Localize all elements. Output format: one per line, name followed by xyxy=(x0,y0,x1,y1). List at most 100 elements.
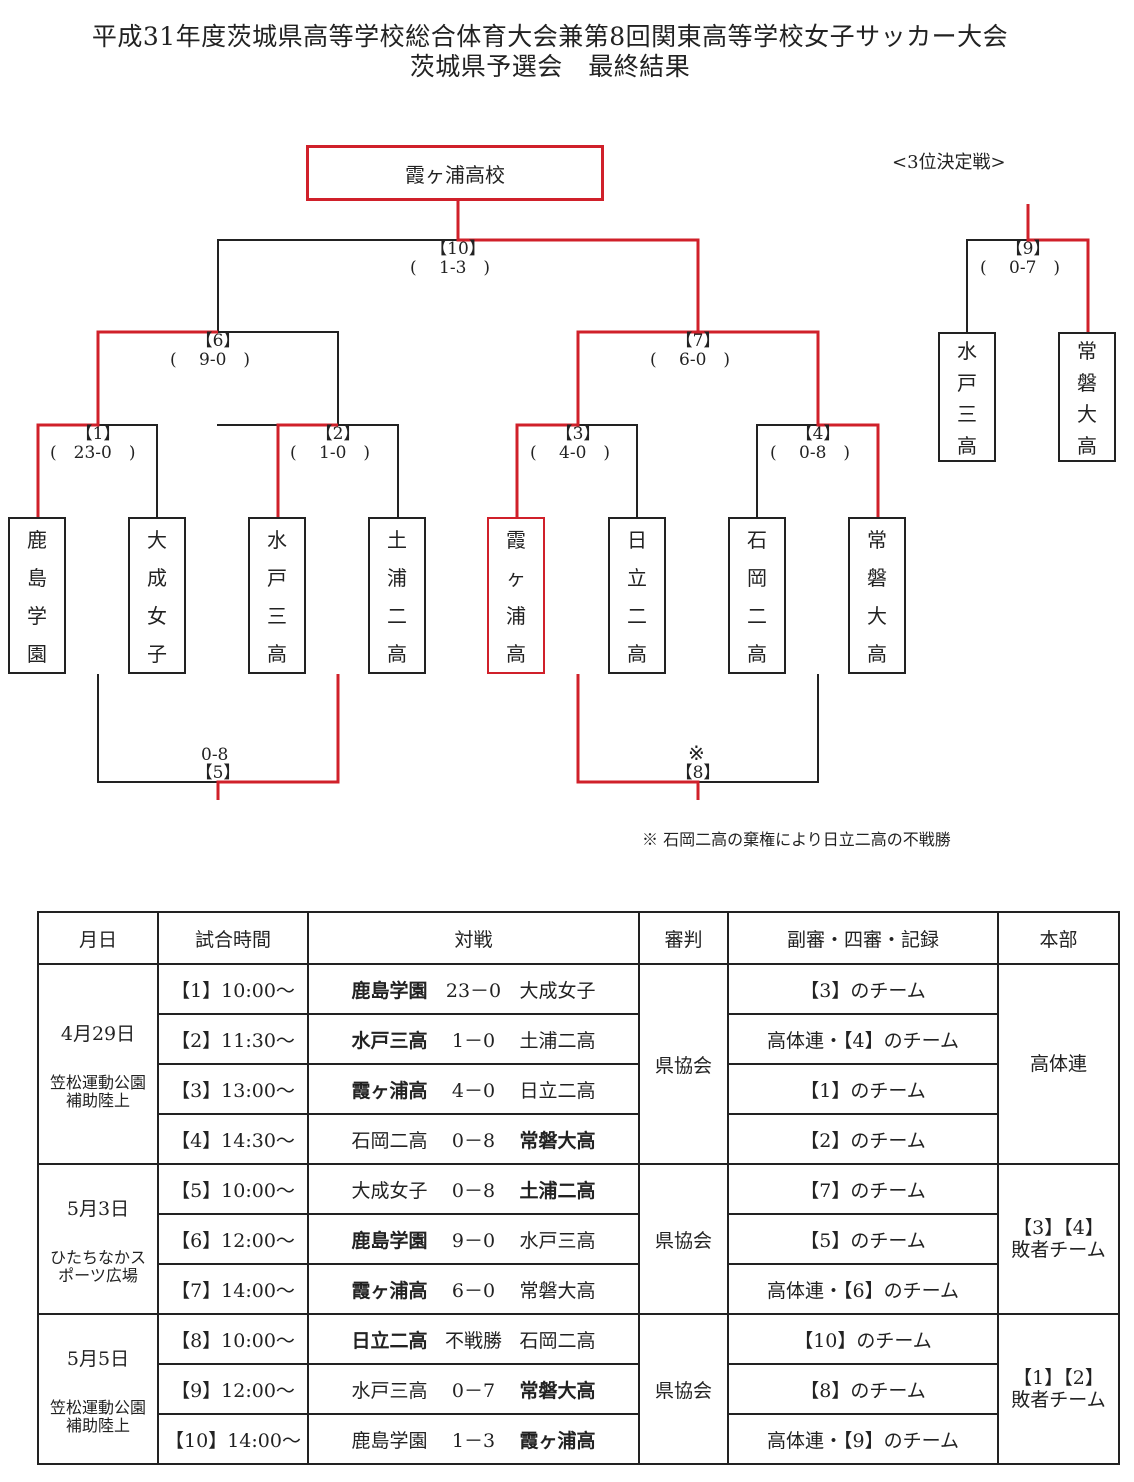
away-team: 大成女子 xyxy=(519,979,596,1002)
hq-line: 【1】【2】 xyxy=(1013,1367,1104,1389)
team-box-mito3: 水 戸 三 高 xyxy=(248,517,306,674)
team-char: 土 xyxy=(387,527,407,552)
match-number-7: 【7】 xyxy=(675,331,721,351)
match-result: 4－0 xyxy=(451,1079,496,1102)
team-char: 園 xyxy=(27,642,47,667)
team-char: 水 xyxy=(267,527,287,552)
team-char: 磐 xyxy=(867,565,887,590)
time-cell: 【2】11:30～ xyxy=(157,1013,309,1065)
match-result: 6－0 xyxy=(451,1279,496,1302)
team-char: 浦 xyxy=(387,565,407,590)
home-team: 石岡二高 xyxy=(351,1129,428,1152)
away-team: 常磐大高 xyxy=(519,1279,596,1302)
team-char: 高 xyxy=(957,433,977,458)
team-char: 常 xyxy=(1077,339,1097,364)
assistant-cell: 【10】のチーム xyxy=(727,1313,999,1365)
team-char: 霞 xyxy=(506,527,526,552)
team-char: 常 xyxy=(867,527,887,552)
home-team: 鹿島学園 xyxy=(351,979,428,1002)
match-score-3: ( 4-0 ) xyxy=(530,443,611,463)
away-team: 水戸三高 xyxy=(519,1229,596,1252)
team-char: 学 xyxy=(27,604,47,629)
team-char: 磐 xyxy=(1077,370,1097,395)
date-label: 5月3日 xyxy=(66,1197,130,1220)
team-char: 高 xyxy=(387,642,407,667)
team-char: 鹿 xyxy=(27,527,47,552)
team-char: 子 xyxy=(147,642,167,667)
team-char: 高 xyxy=(747,642,767,667)
time-cell: 【7】14:00～ xyxy=(157,1263,309,1315)
team-char: 二 xyxy=(627,604,647,629)
team-box-hitachi2: 日 立 二 高 xyxy=(608,517,666,674)
match-number-9: 【9】 xyxy=(1005,239,1051,259)
venue-line: ポーツ広場 xyxy=(58,1265,138,1285)
team-char: 高 xyxy=(1077,433,1097,458)
away-team: 石岡二高 xyxy=(519,1329,596,1352)
team-box-kasumigaura: 霞 ヶ 浦 高 xyxy=(487,517,545,674)
match-result: 0－8 xyxy=(451,1179,496,1202)
venue-line: 補助陸上 xyxy=(65,1415,130,1435)
home-team: 水戸三高 xyxy=(351,1029,428,1052)
assistant-cell: 【7】のチーム xyxy=(727,1163,999,1215)
match-cell: 日立二高不戦勝石岡二高 xyxy=(307,1313,640,1365)
assistant-cell: 高体連・【4】のチーム xyxy=(727,1013,999,1065)
match-number-8: 【8】 xyxy=(675,763,721,783)
team-char: 高 xyxy=(867,642,887,667)
team-char: 女 xyxy=(147,604,167,629)
table-row: 5月5日笠松運動公園補助陸上【8】10:00～日立二高不戦勝石岡二高県協会【10… xyxy=(37,1313,1120,1465)
assistant-cell: 【5】のチーム xyxy=(727,1213,999,1265)
match-score-9: ( 0-7 ) xyxy=(980,258,1061,278)
home-team: 日立二高 xyxy=(351,1329,428,1352)
away-team: 常磐大高 xyxy=(519,1379,596,1402)
match-score-5: 0-8 xyxy=(201,745,229,765)
time-cell: 【5】10:00～ xyxy=(157,1163,309,1215)
match-result: 不戦勝 xyxy=(444,1329,502,1352)
team-char: 二 xyxy=(747,604,767,629)
date-cell: 4月29日笠松運動公園補助陸上 xyxy=(37,963,159,1165)
time-cell: 【9】12:00～ xyxy=(157,1363,309,1415)
venue-line: ひたちなかス xyxy=(49,1247,146,1267)
time-cell: 【6】12:00～ xyxy=(157,1213,309,1265)
date-label: 4月29日 xyxy=(60,1022,136,1045)
assistant-cell: 【8】のチーム xyxy=(727,1363,999,1415)
home-team: 霞ヶ浦高 xyxy=(351,1079,428,1102)
date-label: 5月5日 xyxy=(66,1347,130,1370)
hq-line: 高体連 xyxy=(1029,1053,1087,1075)
match-score-7: ( 6-0 ) xyxy=(650,350,731,370)
team-box-kashima: 鹿 島 学 園 xyxy=(8,517,66,674)
match-cell: 霞ヶ浦高 6－0 常磐大高 xyxy=(307,1263,640,1315)
away-team: 土浦二高 xyxy=(519,1179,596,1202)
assistant-cell: 【3】のチーム xyxy=(727,963,999,1015)
time-cell: 【8】10:00～ xyxy=(157,1313,309,1365)
third-place-label: <3位決定戦> xyxy=(892,152,1006,173)
team-char: 大 xyxy=(867,604,887,629)
champion-box: 霞ヶ浦高校 xyxy=(306,145,604,201)
team-char: 成 xyxy=(147,565,167,590)
referee-cell: 県協会 xyxy=(638,1163,729,1315)
table-header-row: 月日 試合時間 対戦 審判 副審・四審・記録 本部 xyxy=(37,911,1120,965)
team-char: 三 xyxy=(957,402,977,427)
home-team: 霞ヶ浦高 xyxy=(351,1279,428,1302)
away-team: 土浦二高 xyxy=(519,1029,596,1052)
tournament-bracket xyxy=(36,201,1090,800)
page-title: 平成31年度茨城県高等学校総合体育大会兼第8回関東高等学校女子サッカー大会 xyxy=(91,22,1009,51)
header-date: 月日 xyxy=(37,911,159,965)
team-box-ishioka2: 石 岡 二 高 xyxy=(728,517,786,674)
bracket-winner-lines xyxy=(36,201,1090,800)
bracket-lines xyxy=(97,239,1028,783)
header-referee: 審判 xyxy=(638,911,729,965)
match-result: 9－0 xyxy=(451,1229,496,1252)
match-score-4: ( 0-8 ) xyxy=(770,443,851,463)
venue-line: 補助陸上 xyxy=(65,1090,130,1110)
team-char: 島 xyxy=(27,565,47,590)
home-team: 鹿島学園 xyxy=(351,1429,428,1452)
